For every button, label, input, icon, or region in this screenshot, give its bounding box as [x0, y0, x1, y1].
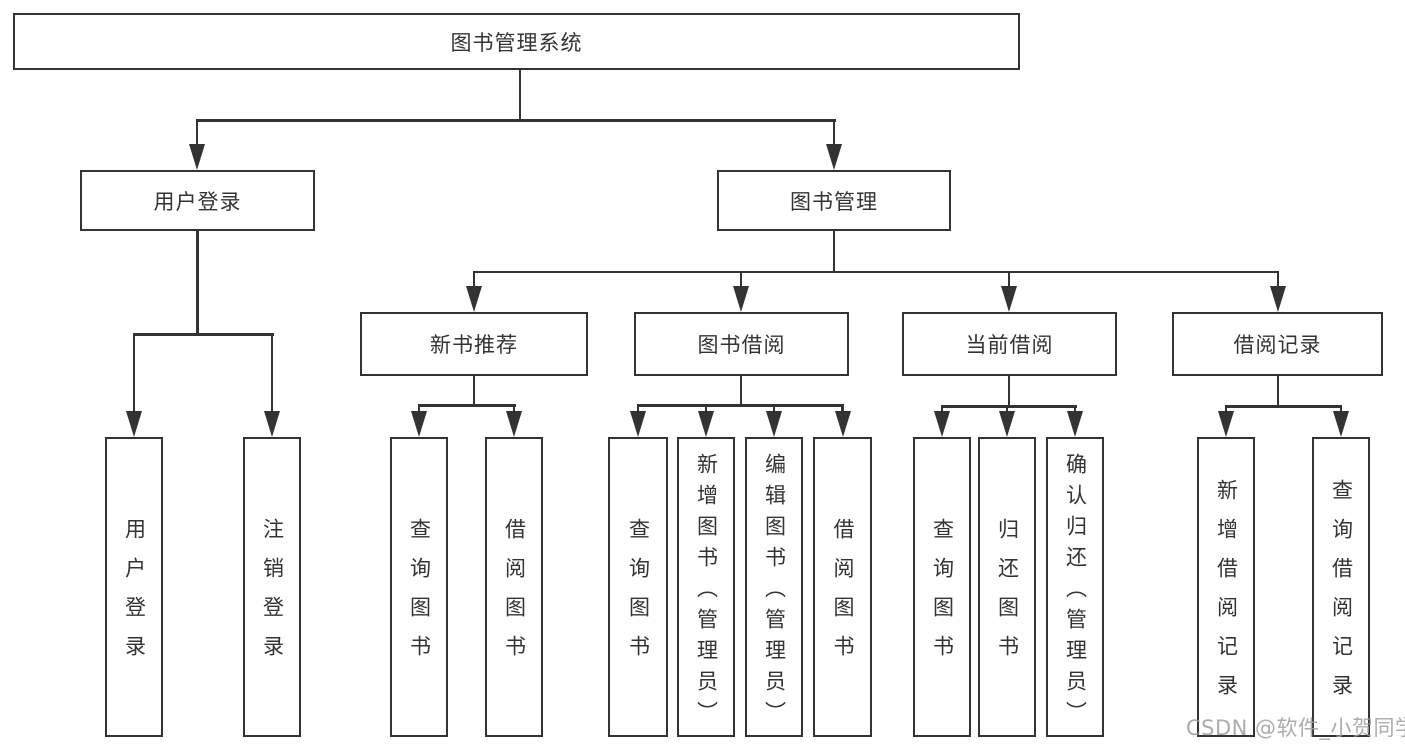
connector-drop-leaf [1073, 405, 1077, 413]
connector-book-management-branch [472, 270, 1279, 273]
connector-root-stem [518, 70, 522, 120]
arrow-down-icon [126, 411, 142, 437]
connector-drop-leaf [1224, 405, 1228, 413]
leaf-add-borrow-record: 新增借阅记录 [1197, 437, 1255, 737]
arrow-down-icon [189, 144, 205, 170]
arrow-down-icon [934, 411, 950, 437]
node-user-login: 用户登录 [80, 170, 315, 231]
leaf-query-books-current: 查询图书 [913, 437, 971, 737]
connector-drop-leaf [512, 404, 516, 413]
arrow-down-icon [826, 144, 842, 170]
arrow-down-icon [411, 411, 427, 437]
arrow-down-icon [999, 411, 1015, 437]
connector-book-borrow-branch [636, 404, 843, 407]
connector-drop-current-borrow [1007, 270, 1011, 289]
connector-drop-leaf [636, 404, 640, 413]
connector-root-branch [195, 119, 836, 122]
arrow-down-icon [1270, 286, 1286, 312]
connector-new-book-rec-branch [417, 404, 516, 407]
arrow-down-icon [1218, 411, 1234, 437]
node-book-management: 图书管理 [717, 170, 951, 231]
arrow-down-icon [264, 411, 280, 437]
connector-book-management-stem [832, 231, 836, 273]
leaf-return-books: 归还图书 [978, 437, 1036, 737]
arrow-down-icon [766, 411, 782, 437]
arrow-down-icon [1001, 286, 1017, 312]
connector-drop-logout [270, 333, 274, 413]
arrow-down-icon [698, 411, 714, 437]
connector-drop-leaf [1339, 405, 1343, 413]
leaf-add-books-admin: 新增图书（管理员） [677, 437, 735, 737]
leaf-borrow-books: 借阅图书 [813, 437, 872, 737]
arrow-down-icon [1333, 411, 1349, 437]
leaf-query-books-borrow: 查询图书 [608, 437, 668, 737]
connector-drop-leaf [1005, 405, 1009, 413]
arrow-down-icon [630, 411, 646, 437]
csdn-watermark: CSDN @软件_小贺同学 [1186, 716, 1405, 740]
arrow-down-icon [466, 286, 482, 312]
leaf-confirm-return-admin: 确认归还（管理员） [1046, 437, 1104, 737]
connector-drop-user-login [195, 119, 199, 147]
connector-drop-leaf [704, 404, 708, 413]
connector-drop-login [132, 333, 136, 413]
arrow-down-icon [506, 411, 522, 437]
node-borrowing-records: 借阅记录 [1172, 312, 1383, 376]
leaf-borrow-books-rec: 借阅图书 [485, 437, 543, 737]
connector-drop-book-management [832, 119, 836, 147]
leaf-query-books-rec: 查询图书 [390, 437, 448, 737]
connector-drop-leaf [940, 405, 944, 413]
connector-current-borrow-branch [940, 405, 1077, 408]
connector-drop-leaf [417, 404, 421, 413]
arrow-down-icon [733, 286, 749, 312]
connector-drop-leaf [772, 404, 776, 413]
connector-borrow-records-stem [1276, 376, 1279, 407]
connector-drop-book-borrow [739, 270, 743, 289]
connector-user-login-branch [132, 333, 274, 336]
connector-borrow-records-branch [1224, 405, 1342, 408]
connector-current-borrow-stem [1007, 376, 1011, 407]
leaf-edit-books-admin: 编辑图书（管理员） [745, 437, 803, 737]
node-new-book-recommendation: 新书推荐 [360, 312, 588, 376]
connector-drop-leaf [841, 404, 844, 413]
node-current-borrowing: 当前借阅 [902, 312, 1117, 376]
leaf-user-login: 用户登录 [105, 437, 163, 737]
connector-drop-new-book-rec [472, 270, 476, 289]
node-book-borrowing: 图书借阅 [634, 312, 849, 376]
leaf-logout: 注销登录 [243, 437, 301, 737]
node-library-management-system: 图书管理系统 [13, 13, 1020, 70]
connector-drop-borrow-records [1276, 270, 1279, 289]
arrow-down-icon [1067, 411, 1083, 437]
connector-user-login-stem [196, 231, 199, 335]
leaf-query-borrow-record: 查询借阅记录 [1312, 437, 1370, 737]
arrow-down-icon [834, 411, 851, 437]
connector-new-book-rec-stem [472, 376, 476, 406]
connector-book-borrow-stem [739, 376, 743, 406]
